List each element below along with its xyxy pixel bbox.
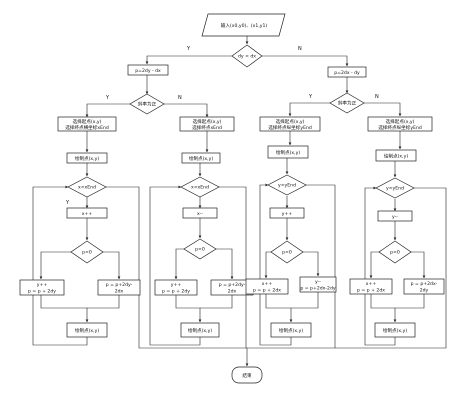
left-slope-decision: 斜率为正 — [129, 93, 165, 115]
a-no-action-line2: 2dx — [115, 289, 124, 295]
b-no-action-line1: p = p+2dy- — [219, 282, 246, 288]
b-loop-label: x<xEnd — [191, 185, 209, 191]
left-slope-no: N — [178, 95, 182, 101]
b-draw-label: 绘制点(x,y) — [189, 155, 213, 162]
b-yes-action-line2: p = p + 2dy — [162, 289, 190, 295]
connectors — [32, 36, 447, 367]
d-draw-box: 绘制点(x,y) — [375, 149, 417, 162]
c-choose-line1: 选择起点(x,y) — [276, 118, 305, 125]
b-choose-line2: 选择终点xEnd — [192, 124, 222, 131]
left-init-label: p=2dy - dx — [135, 68, 161, 74]
left-init-box: p=2dy - dx — [127, 64, 169, 76]
b-test-label: p<0 — [195, 247, 205, 253]
c-draw2-label: 绘制点(x,y) — [279, 327, 303, 334]
a-step-box: x++ — [66, 207, 108, 219]
b-no-action-box: p = p+2dy- 2dx — [210, 279, 254, 296]
d-loop-label: y<yEnd — [386, 186, 404, 192]
c-yes-action-line2: p = p + 2dx — [253, 288, 281, 294]
d-choose-line2: 选择终点纵坐标yEnd — [378, 124, 422, 131]
d-step-box: y-- — [377, 210, 413, 222]
right-init-box: p=2dx - dy — [327, 66, 367, 78]
right-slope-label: 斜率为正 — [338, 100, 357, 107]
top-no-label: N — [298, 46, 302, 52]
b-test-decision: p<0 — [183, 238, 217, 260]
d-yes-action-box: x++ p = p + 2dx — [349, 278, 393, 295]
d-no-action-line1: p = p+2dx- — [411, 281, 438, 287]
c-draw-box: 绘制点(x,y) — [267, 145, 309, 159]
a-yes-action-line2: p = p + 2dy — [28, 289, 56, 295]
d-draw-label: 绘制点(x,y) — [384, 152, 408, 159]
c-draw-label: 绘制点(x,y) — [276, 149, 300, 156]
right-slope-decision: 斜率为正 — [329, 92, 365, 114]
right-slope-no: N — [375, 94, 379, 100]
b-choose-line1: 选择起点(x,y) — [193, 118, 222, 125]
b-step-box: x-- — [182, 207, 218, 219]
c-no-action-line2: p = p+2dx-2dy — [300, 286, 336, 292]
d-draw2-box: 绘制点(x,y) — [374, 322, 416, 338]
c-test-label: p<0 — [282, 250, 292, 256]
b-step-label: x-- — [197, 212, 203, 217]
b-no-action-line2: 2dx — [228, 289, 237, 295]
d-choose-box: 选择起点(x,y) 选择终点纵坐标yEnd — [367, 116, 433, 132]
d-draw2-label: 绘制点(x,y) — [383, 327, 407, 334]
a-test-decision: p<0 — [70, 240, 104, 264]
a-choose-line1: 选择起点(x,y) — [73, 118, 102, 125]
b-choose-box: 选择起点(x,y) 选择终点xEnd — [179, 116, 235, 132]
c-choose-line2: 选择终点纵坐标yEnd — [268, 124, 312, 131]
c-step-box: y++ — [269, 207, 305, 219]
c-yes-action-line1: x++ — [262, 281, 273, 287]
right-init-label: p=2dx - dy — [334, 70, 360, 76]
a-test-label: p<0 — [82, 250, 92, 256]
a-yes-action-line1: y++ — [37, 282, 48, 288]
c-yes-action-box: x++ p = p + 2dx — [245, 278, 289, 295]
b-draw2-box: 绘制点(x,y) — [180, 322, 220, 338]
decision-dy-dx-label: dy < dx — [238, 54, 256, 60]
b-loop-decision: x<xEnd — [180, 176, 220, 198]
a-step-label: x++ — [82, 211, 93, 217]
left-slope-label: 斜率为正 — [138, 101, 157, 108]
b-draw-box: 绘制点(x,y) — [181, 152, 221, 164]
d-step-label: y-- — [392, 215, 398, 220]
a-yes-action-box: y++ p = p + 2dy — [19, 279, 65, 296]
c-loop-decision: y<yEnd — [267, 174, 307, 196]
a-choose-box: 选择起点(x,y) 选择终点横坐标xEnd — [57, 116, 117, 132]
a-draw-box: 绘制点(x,y) — [66, 152, 108, 164]
c-test-decision: p<0 — [270, 240, 304, 264]
end-node: 结束 — [231, 366, 263, 384]
start-node: 输入(x0,y0)、(x1,y1) — [201, 13, 286, 37]
d-no-action-line2: 2dy — [420, 288, 429, 294]
c-no-action-line1: y-- — [315, 280, 321, 285]
b-yes-action-box: y++ p = p + 2dy — [154, 279, 198, 296]
end-label: 结束 — [242, 372, 252, 379]
c-no-action-box: y-- p = p+2dx-2dy — [299, 276, 337, 293]
b-yes-action-line1: y++ — [171, 282, 182, 288]
a-choose-line2: 选择终点横坐标xEnd — [65, 124, 109, 131]
d-yes-action-line1: x++ — [366, 281, 377, 287]
d-choose-line1: 选择起点(x,y) — [386, 118, 415, 125]
left-slope-yes: Y — [105, 95, 110, 101]
right-slope-yes: Y — [308, 94, 313, 100]
top-yes-label: Y — [186, 46, 191, 52]
b-draw2-label: 绘制点(x,y) — [188, 327, 212, 334]
a-draw2-label: 绘制点(x,y) — [75, 327, 99, 334]
d-test-label: p<0 — [390, 250, 400, 256]
start-label: 输入(x0,y0)、(x1,y1) — [221, 22, 268, 29]
a-loop-decision: x<xEnd — [67, 176, 107, 198]
decision-dy-dx: dy < dx — [231, 44, 263, 68]
a-no-action-line1: p = p+2dy- — [106, 282, 133, 288]
d-test-decision: p<0 — [378, 240, 412, 264]
c-draw2-box: 绘制点(x,y) — [270, 322, 312, 338]
c-choose-box: 选择起点(x,y) 选择终点纵坐标yEnd — [259, 116, 321, 132]
a-loop-yes: Y — [65, 200, 70, 206]
a-loop-label: x<xEnd — [78, 185, 96, 191]
c-loop-label: y<yEnd — [278, 183, 296, 189]
d-yes-action-line2: p = p + 2dx — [357, 288, 385, 294]
a-draw2-box: 绘制点(x,y) — [66, 322, 108, 338]
a-no-action-box: p = p+2dy- 2dx — [97, 279, 141, 296]
d-no-action-box: p = p+2dx- 2dy — [403, 278, 445, 295]
d-loop-decision: y<yEnd — [375, 177, 415, 199]
a-draw-label: 绘制点(x,y) — [75, 155, 99, 162]
c-step-label: y++ — [282, 211, 293, 217]
